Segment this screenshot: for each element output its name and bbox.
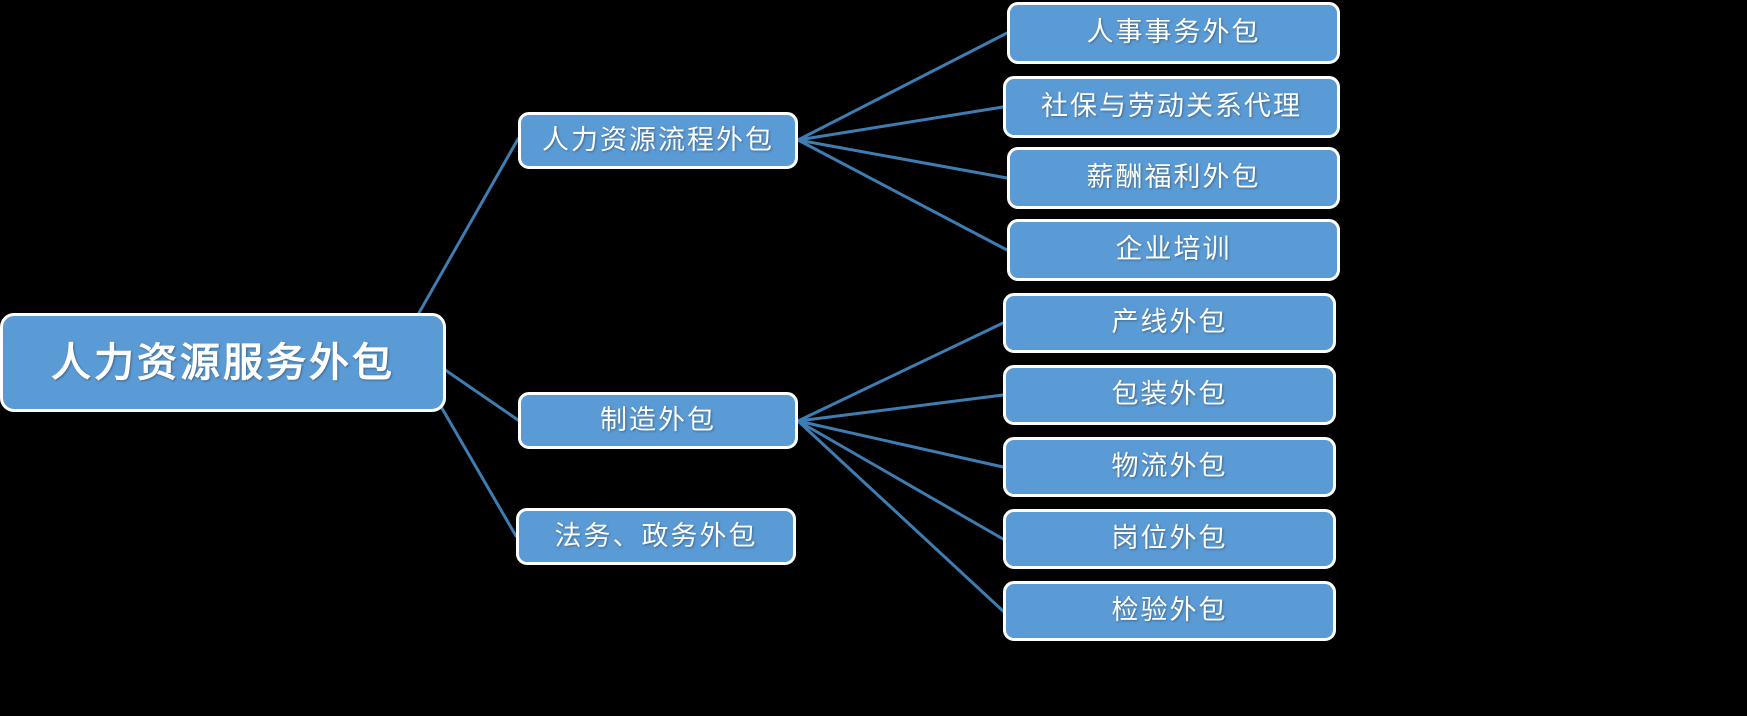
connector-line — [796, 393, 1005, 423]
node-leaf-social-insurance-labor-relations[interactable]: 社保与劳动关系代理 — [1003, 76, 1340, 138]
connector-line — [796, 321, 1005, 423]
connector-line — [796, 419, 1005, 541]
node-branch-hr-process[interactable]: 人力资源流程外包 — [518, 112, 798, 169]
node-leaf-logistics[interactable]: 物流外包 — [1003, 437, 1336, 497]
node-leaf-corporate-training[interactable]: 企业培训 — [1007, 219, 1340, 281]
connector-line — [796, 105, 1005, 142]
node-branch-legal-government[interactable]: 法务、政务外包 — [516, 508, 796, 565]
node-leaf-position[interactable]: 岗位外包 — [1003, 509, 1336, 569]
node-leaf-production-line[interactable]: 产线外包 — [1003, 293, 1336, 353]
connector-line — [796, 419, 1005, 469]
connector-line — [796, 31, 1009, 142]
connector-line — [796, 138, 1009, 252]
node-root[interactable]: 人力资源服务外包 — [0, 313, 446, 412]
connector-line — [796, 419, 1005, 613]
node-leaf-packaging[interactable]: 包装外包 — [1003, 365, 1336, 425]
node-leaf-personnel-affairs[interactable]: 人事事务外包 — [1007, 2, 1340, 64]
node-leaf-compensation-benefits[interactable]: 薪酬福利外包 — [1007, 147, 1340, 209]
node-leaf-inspection[interactable]: 检验外包 — [1003, 581, 1336, 641]
node-branch-manufacturing[interactable]: 制造外包 — [518, 392, 798, 449]
connector-line — [796, 138, 1009, 180]
connector-line — [401, 137, 520, 343]
